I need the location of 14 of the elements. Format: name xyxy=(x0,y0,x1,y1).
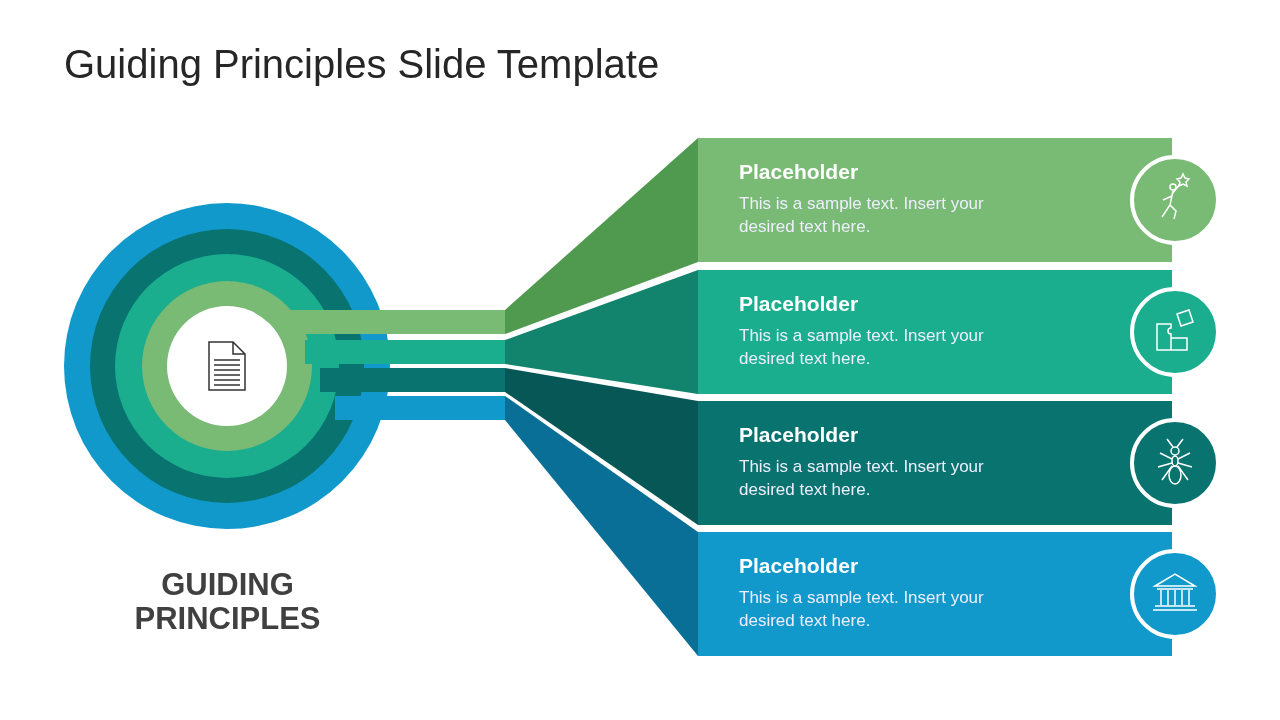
text-panel xyxy=(698,532,1172,656)
panel-body-text: This is a sample text. Insert your desired text here. xyxy=(739,456,985,501)
panel-body-text: This is a sample text. Insert your desired text here. xyxy=(739,193,985,238)
panel-heading: Placeholder xyxy=(739,554,859,578)
text-panel xyxy=(698,270,1172,394)
panel-heading: Placeholder xyxy=(739,423,859,447)
panel-body-text: This is a sample text. Insert your desired text here. xyxy=(739,587,985,632)
panel-heading: Placeholder xyxy=(739,292,859,316)
panel-body-text: This is a sample text. Insert your desired text here. xyxy=(739,325,985,370)
diagram-label: GUIDING PRINCIPLES xyxy=(133,568,322,636)
slide-title: Guiding Principles Slide Template xyxy=(64,42,660,87)
text-panel xyxy=(698,401,1172,525)
panel-heading: Placeholder xyxy=(739,160,859,184)
text-panel xyxy=(698,138,1172,262)
